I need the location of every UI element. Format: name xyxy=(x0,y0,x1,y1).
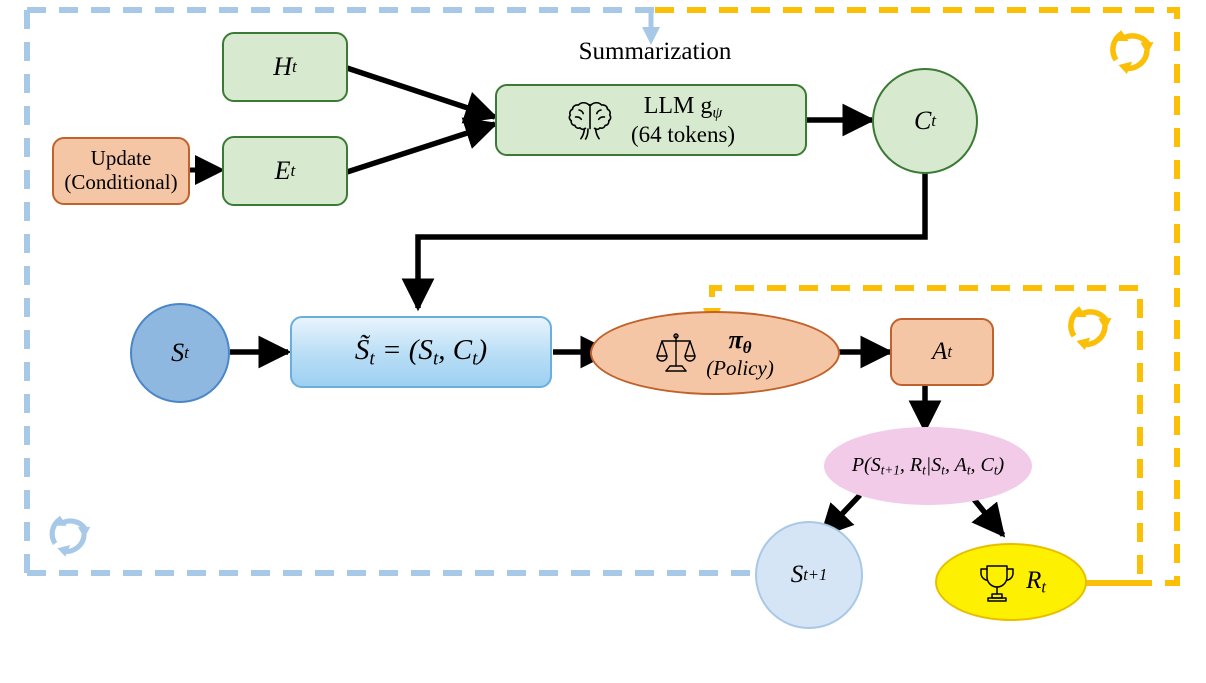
augmented-state-symbol: S̃ xyxy=(354,334,370,367)
recycle-icon-outer-loop xyxy=(1102,22,1164,89)
state-subscript: t xyxy=(184,343,189,363)
augmented-state-close: ) xyxy=(477,334,488,367)
summarization-label: Summarization xyxy=(578,38,732,65)
node-llm-summarizer[interactable]: LLM gψ (64 tokens) xyxy=(495,84,807,156)
llm-label-subscript: ψ xyxy=(712,103,723,121)
action-subscript: t xyxy=(947,341,952,361)
arrow-context-to-augmented-state xyxy=(401,172,928,312)
history-label: H xyxy=(273,52,292,82)
arrow-evidence-to-llm xyxy=(346,117,499,175)
transition-p-open: P(S xyxy=(851,453,881,476)
augmented-state-c-sub: t xyxy=(472,348,478,370)
transition-sub-1: t+1 xyxy=(880,462,900,478)
recycle-icon-blue-loop xyxy=(42,508,100,571)
augmented-state-symbol-sub: t xyxy=(369,348,375,370)
scales-icon xyxy=(656,330,696,376)
yellow-outer-loop xyxy=(655,7,1180,586)
transition-sub-2: t xyxy=(922,462,926,478)
update-line-1: Update xyxy=(90,146,152,171)
trophy-icon xyxy=(976,560,1018,604)
node-transition-probability[interactable]: P(St+1, Rt|St, At, Ct) xyxy=(824,427,1032,505)
augmented-state-comma-c: , C xyxy=(438,334,473,367)
llm-label: LLM g xyxy=(643,92,713,119)
augmented-state-eq: = (S xyxy=(374,334,433,367)
transition-close: ) xyxy=(997,453,1005,476)
update-line-2: (Conditional) xyxy=(64,170,178,194)
transition-mid-2: , A xyxy=(944,453,967,476)
brain-icon xyxy=(567,98,613,142)
node-augmented-state[interactable]: S̃t = (St, Ct) xyxy=(290,316,552,388)
recycle-icon-inner-loop xyxy=(1060,298,1122,365)
node-policy[interactable]: πθ (Policy) xyxy=(590,311,840,395)
policy-caption: (Policy) xyxy=(706,356,774,381)
blue-loop-arrowhead xyxy=(642,8,660,45)
reward-label: R xyxy=(1026,566,1042,594)
node-update-conditional[interactable]: Update (Conditional) xyxy=(52,137,190,205)
context-label: C xyxy=(913,106,932,136)
transition-sub-5: t xyxy=(993,462,998,478)
next-state-subscript: t+1 xyxy=(803,564,828,584)
transition-mid-1: , R xyxy=(899,453,923,476)
transition-sub-3: t xyxy=(941,462,945,478)
policy-symbol: π xyxy=(728,325,743,355)
transition-bar: |S xyxy=(925,453,942,476)
evidence-label: E xyxy=(274,156,291,186)
blue-dashed-boundary xyxy=(24,7,753,576)
state-label: S xyxy=(171,338,185,368)
transition-mid-3: , C xyxy=(970,453,994,476)
next-state-label: S xyxy=(790,561,804,588)
action-label: A xyxy=(932,338,948,365)
history-subscript: t xyxy=(292,57,297,77)
llm-token-count: (64 tokens) xyxy=(630,121,736,147)
reward-subscript: t xyxy=(1041,577,1046,597)
augmented-state-s-sub: t xyxy=(432,348,439,370)
node-reward-rt[interactable]: Rt xyxy=(935,543,1087,621)
evidence-subscript: t xyxy=(290,161,296,181)
policy-symbol-sub: θ xyxy=(742,338,752,358)
arrow-history-to-llm xyxy=(346,65,499,124)
transition-sub-4: t xyxy=(966,462,971,478)
context-subscript: t xyxy=(931,111,937,131)
